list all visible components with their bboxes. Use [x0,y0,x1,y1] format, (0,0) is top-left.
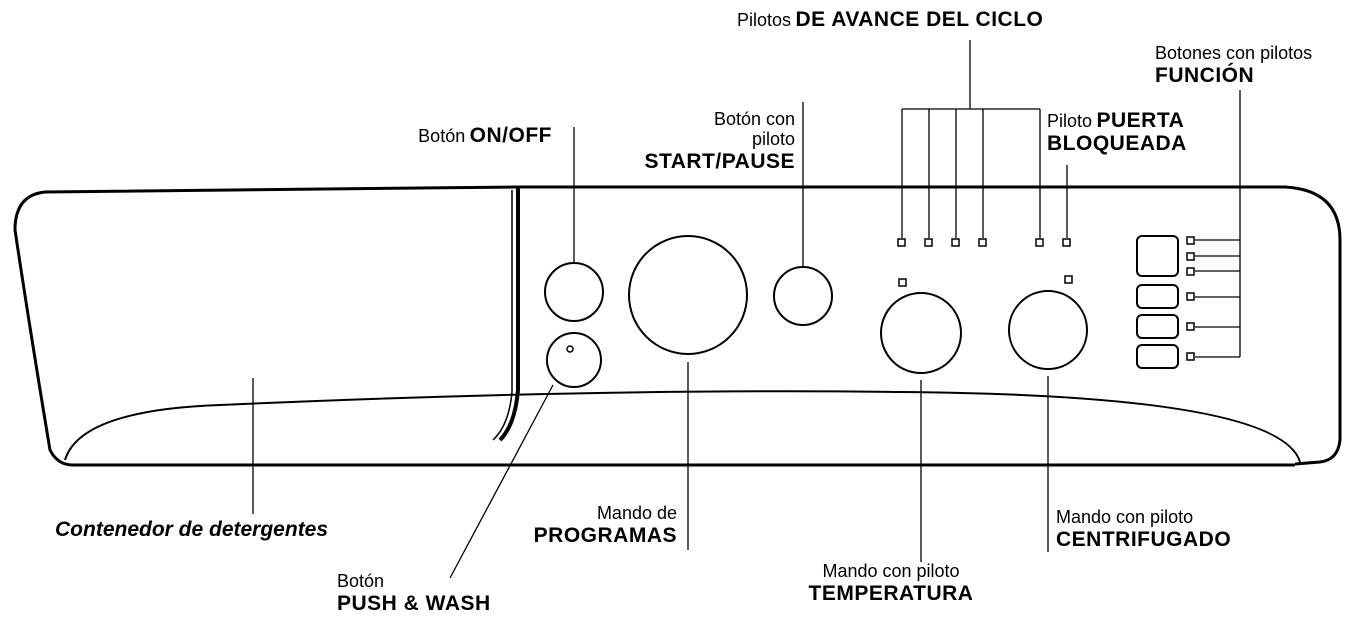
temperature-led [898,278,907,287]
function-led-4 [1186,292,1195,301]
label-push-wash: Botón PUSH & WASH [337,571,491,615]
function-led-2 [1186,252,1195,261]
program-knob [628,235,748,355]
function-led-6 [1186,352,1195,361]
label-detergent: Contenedor de detergentes [55,518,329,541]
cycle-led-1 [897,238,906,247]
function-button-large [1136,235,1179,277]
push-wash-button [546,332,602,388]
cycle-led-4 [978,238,987,247]
label-start-pause: Botón con piloto START/PAUSE [644,109,795,173]
label-function-buttons: Botones con pilotos FUNCIÓN [1155,43,1313,87]
cycle-led-2 [924,238,933,247]
function-led-3 [1186,267,1195,276]
leader-push-wash [449,384,554,579]
function-led-5 [1186,322,1195,331]
function-button-4 [1136,344,1179,369]
panel-outline [13,185,1342,467]
cycle-led-5 [1035,238,1044,247]
label-door-locked: Piloto PUERTA BLOQUEADA [1047,109,1187,156]
panel-lower-curve [64,390,1301,463]
cycle-led-3 [951,238,960,247]
label-cycle-leds: Pilotos DE AVANCE DEL CICLO [737,8,1044,31]
function-button-2 [1136,284,1179,309]
start-pause-button [773,266,833,326]
door-locked-led [1062,238,1071,247]
label-on-off: Botón ON/OFF [418,124,552,147]
on-off-button [544,262,604,322]
drawer-divider-inner [492,190,513,441]
label-programs: Mando de PROGRAMAS [533,503,677,547]
temperature-knob [880,292,962,374]
spin-knob [1008,290,1088,370]
drawer-divider [498,188,520,442]
push-wash-led [566,345,574,353]
function-button-3 [1136,314,1179,339]
label-temperature: Mando con piloto TEMPERATURA [808,561,974,605]
spin-led [1064,275,1073,284]
function-led-1 [1186,236,1195,245]
label-spin: Mando con piloto CENTRIFUGADO [1056,507,1232,551]
